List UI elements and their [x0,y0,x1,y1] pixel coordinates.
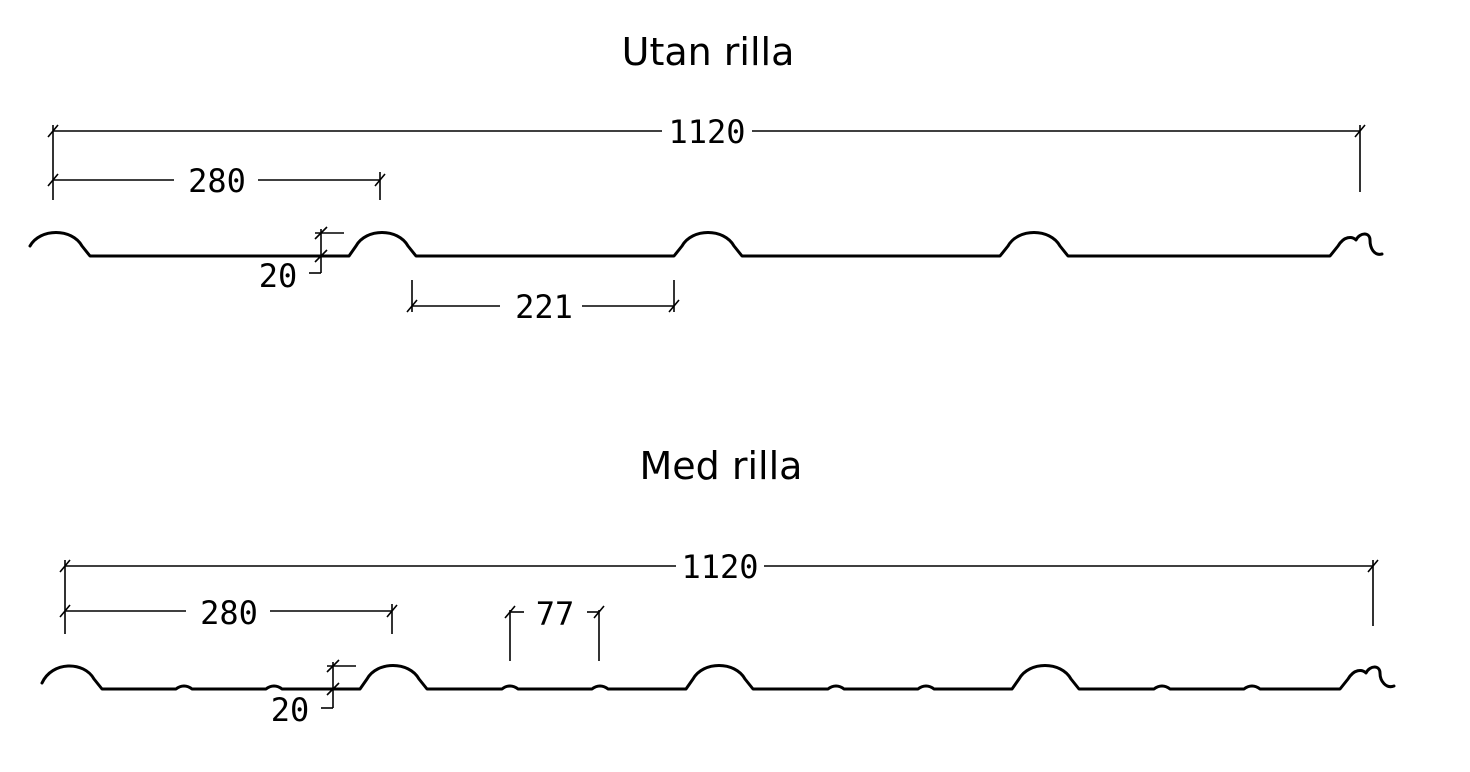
title-utan-rilla: Utan rilla [621,30,795,74]
sheet-profile-bottom [40,664,1396,691]
dim-height-top: 20 [259,226,344,295]
profile-med-rilla [40,664,1396,691]
dim-total-top: 1120 [47,113,1366,200]
dim-pitch-bottom: 280 [59,594,398,634]
dim-total-top-label: 1120 [668,113,745,151]
dim-flat-top: 221 [406,280,680,326]
dim-pitch-top: 280 [47,162,386,200]
dim-height-bottom-label: 20 [271,691,310,729]
dim-total-bottom: 1120 [59,548,1379,634]
sheet-profile-top [28,231,1384,258]
profile-utan-rilla [28,231,1384,258]
dim-pitch-top-label: 280 [188,162,246,200]
dim-flat-top-label: 221 [515,288,573,326]
dim-rib-bottom: 77 [504,595,605,661]
dim-total-bottom-label: 1120 [681,548,758,586]
dim-pitch-bottom-label: 280 [200,594,258,632]
dim-height-top-label: 20 [259,257,298,295]
dim-height-bottom: 20 [271,659,356,729]
title-med-rilla: Med rilla [639,444,803,488]
dim-rib-bottom-label: 77 [536,595,575,633]
